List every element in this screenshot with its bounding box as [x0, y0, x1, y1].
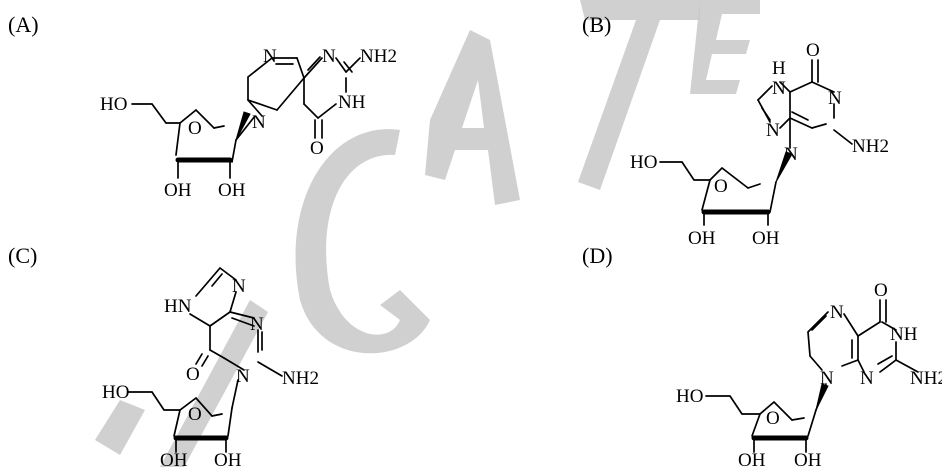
atom-d-nh: NH [890, 324, 918, 345]
atom-c-ho5: HO [102, 382, 129, 403]
atom-b-n3: N [766, 120, 780, 141]
atom-d-n9: N [820, 368, 834, 389]
atom-a-n3: N [322, 46, 336, 67]
atom-c-oh2: OH [214, 450, 242, 467]
atom-c-n1: N [236, 366, 250, 387]
atom-a-o-ring: O [188, 118, 202, 139]
atom-c-o: O [186, 364, 200, 385]
atom-a-ho5: HO [100, 94, 127, 115]
option-b-label: (B) [582, 12, 611, 37]
atom-b-oh3: OH [688, 228, 716, 249]
atom-c-oh3: OH [160, 450, 188, 467]
atom-b-o6: O [806, 40, 820, 61]
atom-b-ho5: HO [630, 152, 657, 173]
atom-d-oh3: OH [738, 450, 766, 467]
atom-d-n7: N [830, 302, 844, 323]
option-c-label: (C) [8, 243, 37, 268]
structure-b: H N O N N N NH2 HO O OH OH [630, 40, 889, 249]
atom-a-nh2: NH2 [360, 46, 397, 67]
atom-d-ho5: HO [676, 386, 703, 407]
atom-d-o-ring: O [766, 408, 780, 429]
atom-d-nh2: NH2 [910, 368, 942, 389]
atom-c-n-top: N [232, 276, 246, 297]
atom-c-hn: HN [164, 296, 192, 317]
atom-a-n7: N [263, 46, 277, 67]
atom-a-o6: O [310, 138, 324, 159]
atom-c-n3: N [250, 314, 264, 335]
atom-b-n1: N [828, 88, 842, 109]
structure-c: N HN N O N NH2 HO O OH OH [102, 266, 319, 467]
atom-a-oh2: OH [218, 180, 246, 201]
atom-c-o-ring: O [188, 404, 202, 425]
atom-b-h: H [772, 58, 786, 79]
option-d-label: (D) [582, 243, 613, 268]
atom-d-n3: N [860, 368, 874, 389]
atom-a-nh: NH [338, 92, 366, 113]
atom-d-oh2: OH [794, 450, 822, 467]
atom-a-oh3: OH [164, 180, 192, 201]
atom-b-n7: N [772, 78, 786, 99]
watermark [95, 0, 760, 467]
structure-a: N N NH2 N NH O HO O OH OH [100, 46, 397, 201]
atom-c-nh2: NH2 [282, 368, 319, 389]
atom-b-o-ring: O [714, 176, 728, 197]
atom-d-o6: O [874, 280, 888, 301]
atom-a-n9: N [252, 112, 266, 133]
atom-b-n9: N [784, 144, 798, 165]
option-a-label: (A) [8, 12, 39, 37]
structure-d: O N NH N N NH2 HO O OH OH [676, 280, 942, 467]
atom-b-oh2: OH [752, 228, 780, 249]
atom-b-nh2: NH2 [852, 136, 889, 157]
